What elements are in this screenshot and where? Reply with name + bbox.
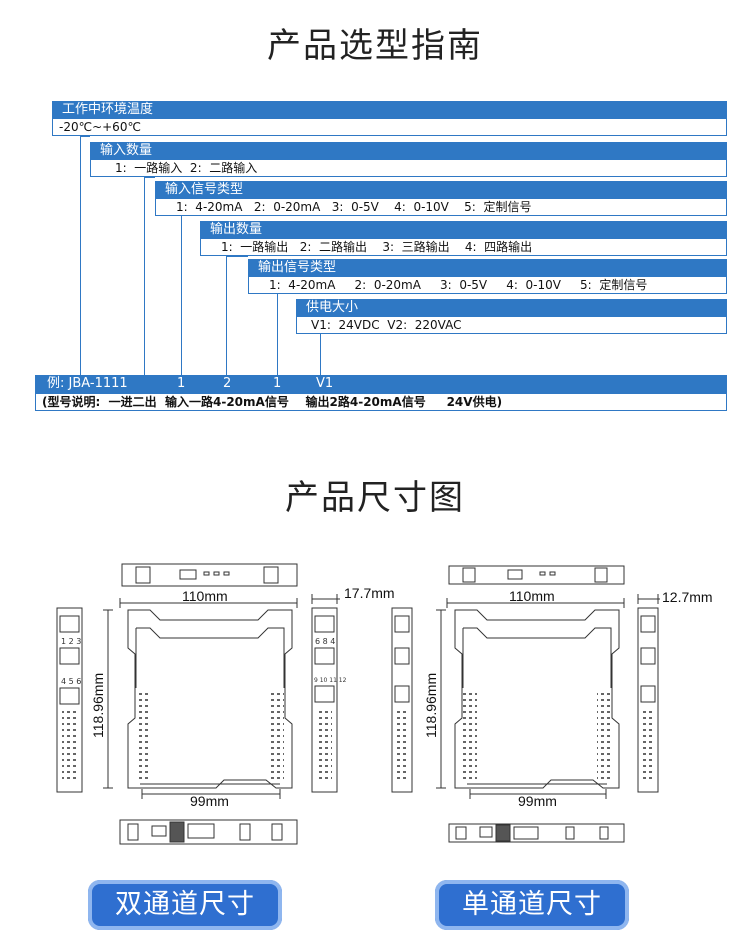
dual-channel-drawing (56, 563, 340, 845)
dual-width-label: 110mm (182, 588, 228, 604)
connector-line (226, 256, 227, 375)
row-header-output-count: 输出数量 (200, 221, 727, 239)
example-code-power: V1 (316, 376, 334, 391)
selection-guide-title: 产品选型指南 (267, 26, 483, 66)
row-header-input-count: 输入数量 (90, 142, 727, 160)
connector-line (80, 136, 81, 375)
example-code-output-count: 1 (273, 376, 282, 391)
connector-line (277, 294, 278, 375)
row-options-temperature: -20℃~+60℃ (52, 119, 727, 136)
connector-line (320, 334, 321, 375)
row-options-input-signal: 1: 4-20mA 2: 0-20mA 3: 0-5V 4: 0-10V 5: … (155, 199, 727, 216)
row-options-output-signal: 1: 4-20mA 2: 0-20mA 3: 0-5V 4: 0-10V 5: … (248, 277, 727, 294)
single-bottom-view (448, 823, 625, 843)
row-header-power: 供电大小 (296, 299, 727, 317)
single-left-side-view (391, 607, 413, 793)
connector-line (144, 177, 155, 178)
example-code-input-count: 1 (177, 376, 186, 391)
example-label: 例: JBA-1111 (47, 376, 128, 391)
row-header-output-signal: 输出信号类型 (248, 259, 727, 277)
example-model-note: (型号说明: 一进二出 输入一路4-20mA信号 输出2路4-20mA信号 24… (35, 393, 727, 411)
single-channel-drawing (391, 565, 660, 843)
terminal-label: 6 8 4 (315, 637, 335, 646)
row-options-power: V1: 24VDC V2: 220VAC (296, 317, 727, 334)
dual-right-side-view (311, 607, 338, 793)
connector-line (80, 136, 90, 137)
connector-line (144, 177, 145, 375)
single-depth-label: 12.7mm (662, 589, 713, 605)
single-front-profile (454, 609, 620, 789)
dimension-drawings: 110mm 99mm 17.7mm 118.96mm 1 2 3 4 5 6 6… (56, 563, 713, 845)
terminal-label: 9 10 11 12 (314, 677, 347, 684)
dual-left-side-view (56, 607, 83, 793)
dimensions-title: 产品尺寸图 (285, 478, 465, 518)
single-right-side-view (637, 607, 659, 793)
connector-line (181, 216, 182, 375)
dual-base-label: 99mm (190, 793, 229, 809)
terminal-label: 4 5 6 (61, 677, 81, 686)
row-header-input-signal: 输入信号类型 (155, 181, 727, 199)
dual-top-view (121, 563, 298, 587)
row-options-output-count: 1: 一路输出 2: 二路输出 3: 三路输出 4: 四路输出 (200, 239, 727, 256)
single-height-label: 118.96mm (423, 673, 439, 738)
terminal-label: 1 2 3 (61, 637, 81, 646)
single-width-label: 110mm (509, 588, 555, 604)
connector-line (226, 256, 248, 257)
dual-bottom-view (119, 819, 298, 845)
example-model-bar: 例: JBA-1111 1 2 1 V1 (35, 375, 727, 393)
row-options-input-count: 1: 一路输入 2: 二路输入 (90, 160, 727, 177)
dual-height-label: 118.96mm (90, 673, 106, 738)
dual-channel-size-button[interactable]: 双通道尺寸 (88, 880, 282, 930)
row-header-temperature: 工作中环境温度 (52, 101, 727, 119)
single-base-label: 99mm (518, 793, 557, 809)
single-top-view (448, 565, 625, 585)
dual-depth-label: 17.7mm (344, 585, 395, 601)
example-code-input-signal: 2 (223, 376, 232, 391)
dual-front-profile (127, 609, 293, 789)
single-channel-size-button[interactable]: 单通道尺寸 (435, 880, 629, 930)
